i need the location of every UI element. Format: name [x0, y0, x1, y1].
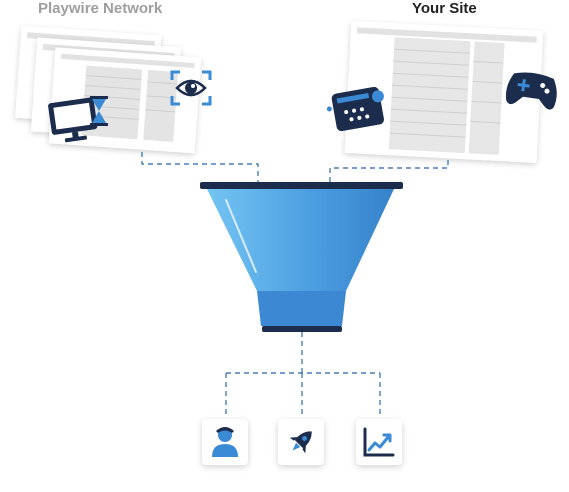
your-site-page	[344, 21, 544, 163]
playwire-network-label: Playwire Network	[38, 0, 163, 17]
funnel-spout	[262, 326, 342, 332]
monitor-icon	[48, 97, 98, 143]
growth-tile	[278, 419, 324, 465]
funnel-rim	[200, 182, 403, 189]
user-icon	[212, 427, 238, 457]
playwire-network-pages	[15, 25, 202, 154]
funnel-bowl	[207, 189, 394, 291]
rocket-icon	[289, 431, 312, 454]
trend-chart-icon	[363, 427, 395, 457]
revenue-tile	[356, 419, 402, 465]
gamepad-icon	[505, 72, 557, 110]
source-connectors	[141, 152, 449, 182]
funnel	[200, 182, 403, 332]
arcade-controller-icon	[326, 86, 384, 132]
funnel-neck	[257, 291, 346, 326]
outcome-connectors	[225, 332, 381, 418]
your-site-label: Your Site	[412, 0, 477, 17]
eye-icon	[170, 70, 212, 106]
funnel-highlight	[225, 199, 257, 273]
audience-tile	[202, 419, 248, 465]
hourglass-icon	[90, 96, 108, 126]
